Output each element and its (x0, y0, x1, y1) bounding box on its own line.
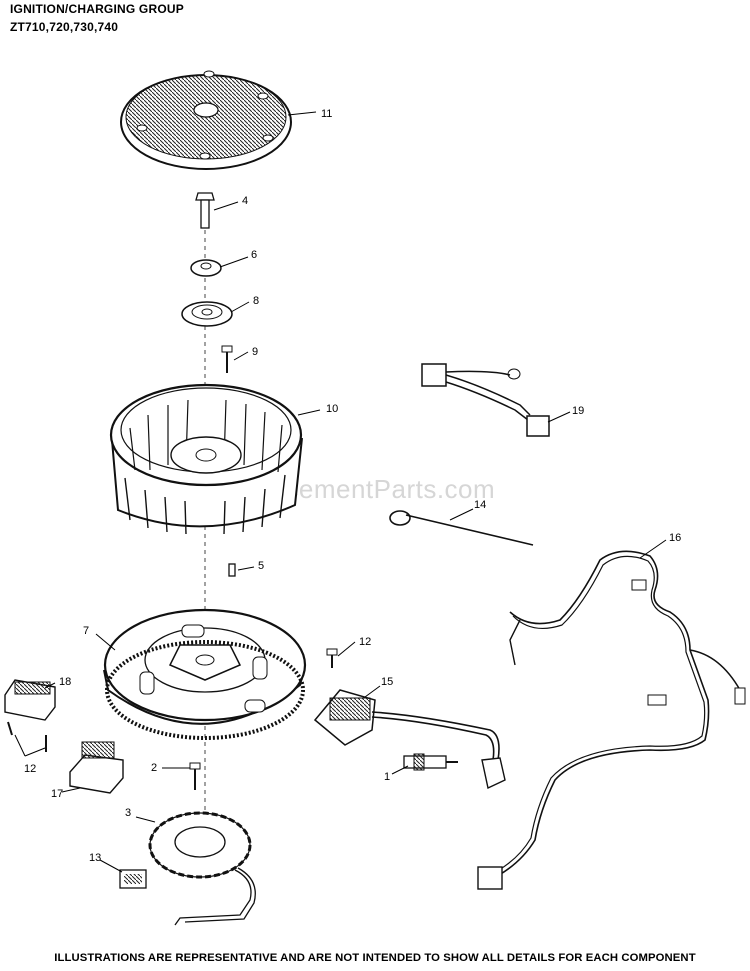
callout-8: 8 (253, 295, 259, 307)
part-15-ignition-module[interactable] (313, 689, 506, 790)
part-16-wiring-harness[interactable] (477, 550, 746, 890)
callout-2: 2 (151, 762, 157, 774)
part-5-key[interactable] (228, 563, 236, 577)
callout-10: 10 (326, 403, 338, 415)
callout-3: 3 (125, 807, 131, 819)
footer-disclaimer: ILLUSTRATIONS ARE REPRESENTATIVE AND ARE… (54, 952, 696, 964)
callout-12-lower: 12 (24, 763, 36, 775)
callout-12-upper: 12 (359, 636, 371, 648)
part-13[interactable] (119, 869, 147, 889)
callout-7: 7 (83, 625, 89, 637)
callout-5: 5 (258, 560, 264, 572)
callout-14: 14 (474, 499, 486, 511)
callout-17: 17 (51, 788, 63, 800)
diagram-title: IGNITION/CHARGING GROUP (10, 2, 184, 16)
part-18-module[interactable] (4, 679, 56, 752)
callout-6: 6 (251, 249, 257, 261)
part-14-wire-tie[interactable] (389, 510, 534, 546)
part-17-regulator[interactable] (69, 741, 124, 794)
part-3-stator[interactable] (148, 811, 256, 926)
callout-1: 1 (384, 771, 390, 783)
part-2-screw[interactable] (189, 762, 201, 790)
part-1-spark-plug[interactable] (403, 753, 458, 771)
part-9-screw[interactable] (221, 345, 233, 373)
callout-9: 9 (252, 346, 258, 358)
leader-lines (14, 111, 667, 873)
part-6-washer[interactable] (190, 259, 222, 277)
part-11-grille[interactable] (120, 70, 292, 170)
callout-4: 4 (242, 195, 248, 207)
callout-19: 19 (572, 405, 584, 417)
part-19-harness[interactable] (421, 363, 550, 437)
callout-15: 15 (381, 676, 393, 688)
part-7-flywheel[interactable] (103, 608, 307, 740)
part-4-bolt[interactable] (195, 192, 215, 229)
part-10-fan[interactable] (109, 383, 303, 535)
callout-16: 16 (669, 532, 681, 544)
part-12-screw[interactable] (326, 648, 338, 668)
callout-11: 11 (321, 108, 332, 120)
part-8-plate[interactable] (181, 301, 233, 327)
model-list: ZT710,720,730,740 (10, 20, 119, 34)
callout-18: 18 (59, 676, 71, 688)
callout-13: 13 (89, 852, 101, 864)
